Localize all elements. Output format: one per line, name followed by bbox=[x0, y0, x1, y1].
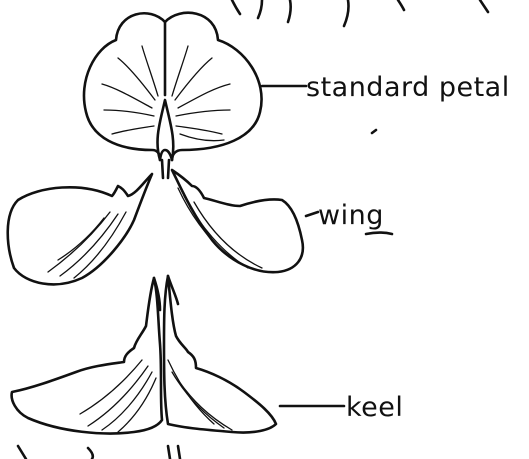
right-wing bbox=[172, 170, 303, 272]
bottom-text-fragment bbox=[18, 446, 180, 459]
keel-label: keel bbox=[346, 392, 403, 423]
standard-petal bbox=[84, 13, 262, 178]
standard-petal-label: standard petal bbox=[306, 72, 510, 103]
top-text-fragment bbox=[232, 0, 488, 26]
wing-underline bbox=[366, 233, 392, 235]
wing-leader-line bbox=[306, 212, 318, 216]
right-keel bbox=[164, 276, 276, 433]
stray-mark bbox=[372, 130, 376, 133]
left-wing bbox=[8, 174, 152, 284]
left-keel bbox=[12, 278, 162, 433]
wing-label: wing bbox=[318, 200, 384, 231]
